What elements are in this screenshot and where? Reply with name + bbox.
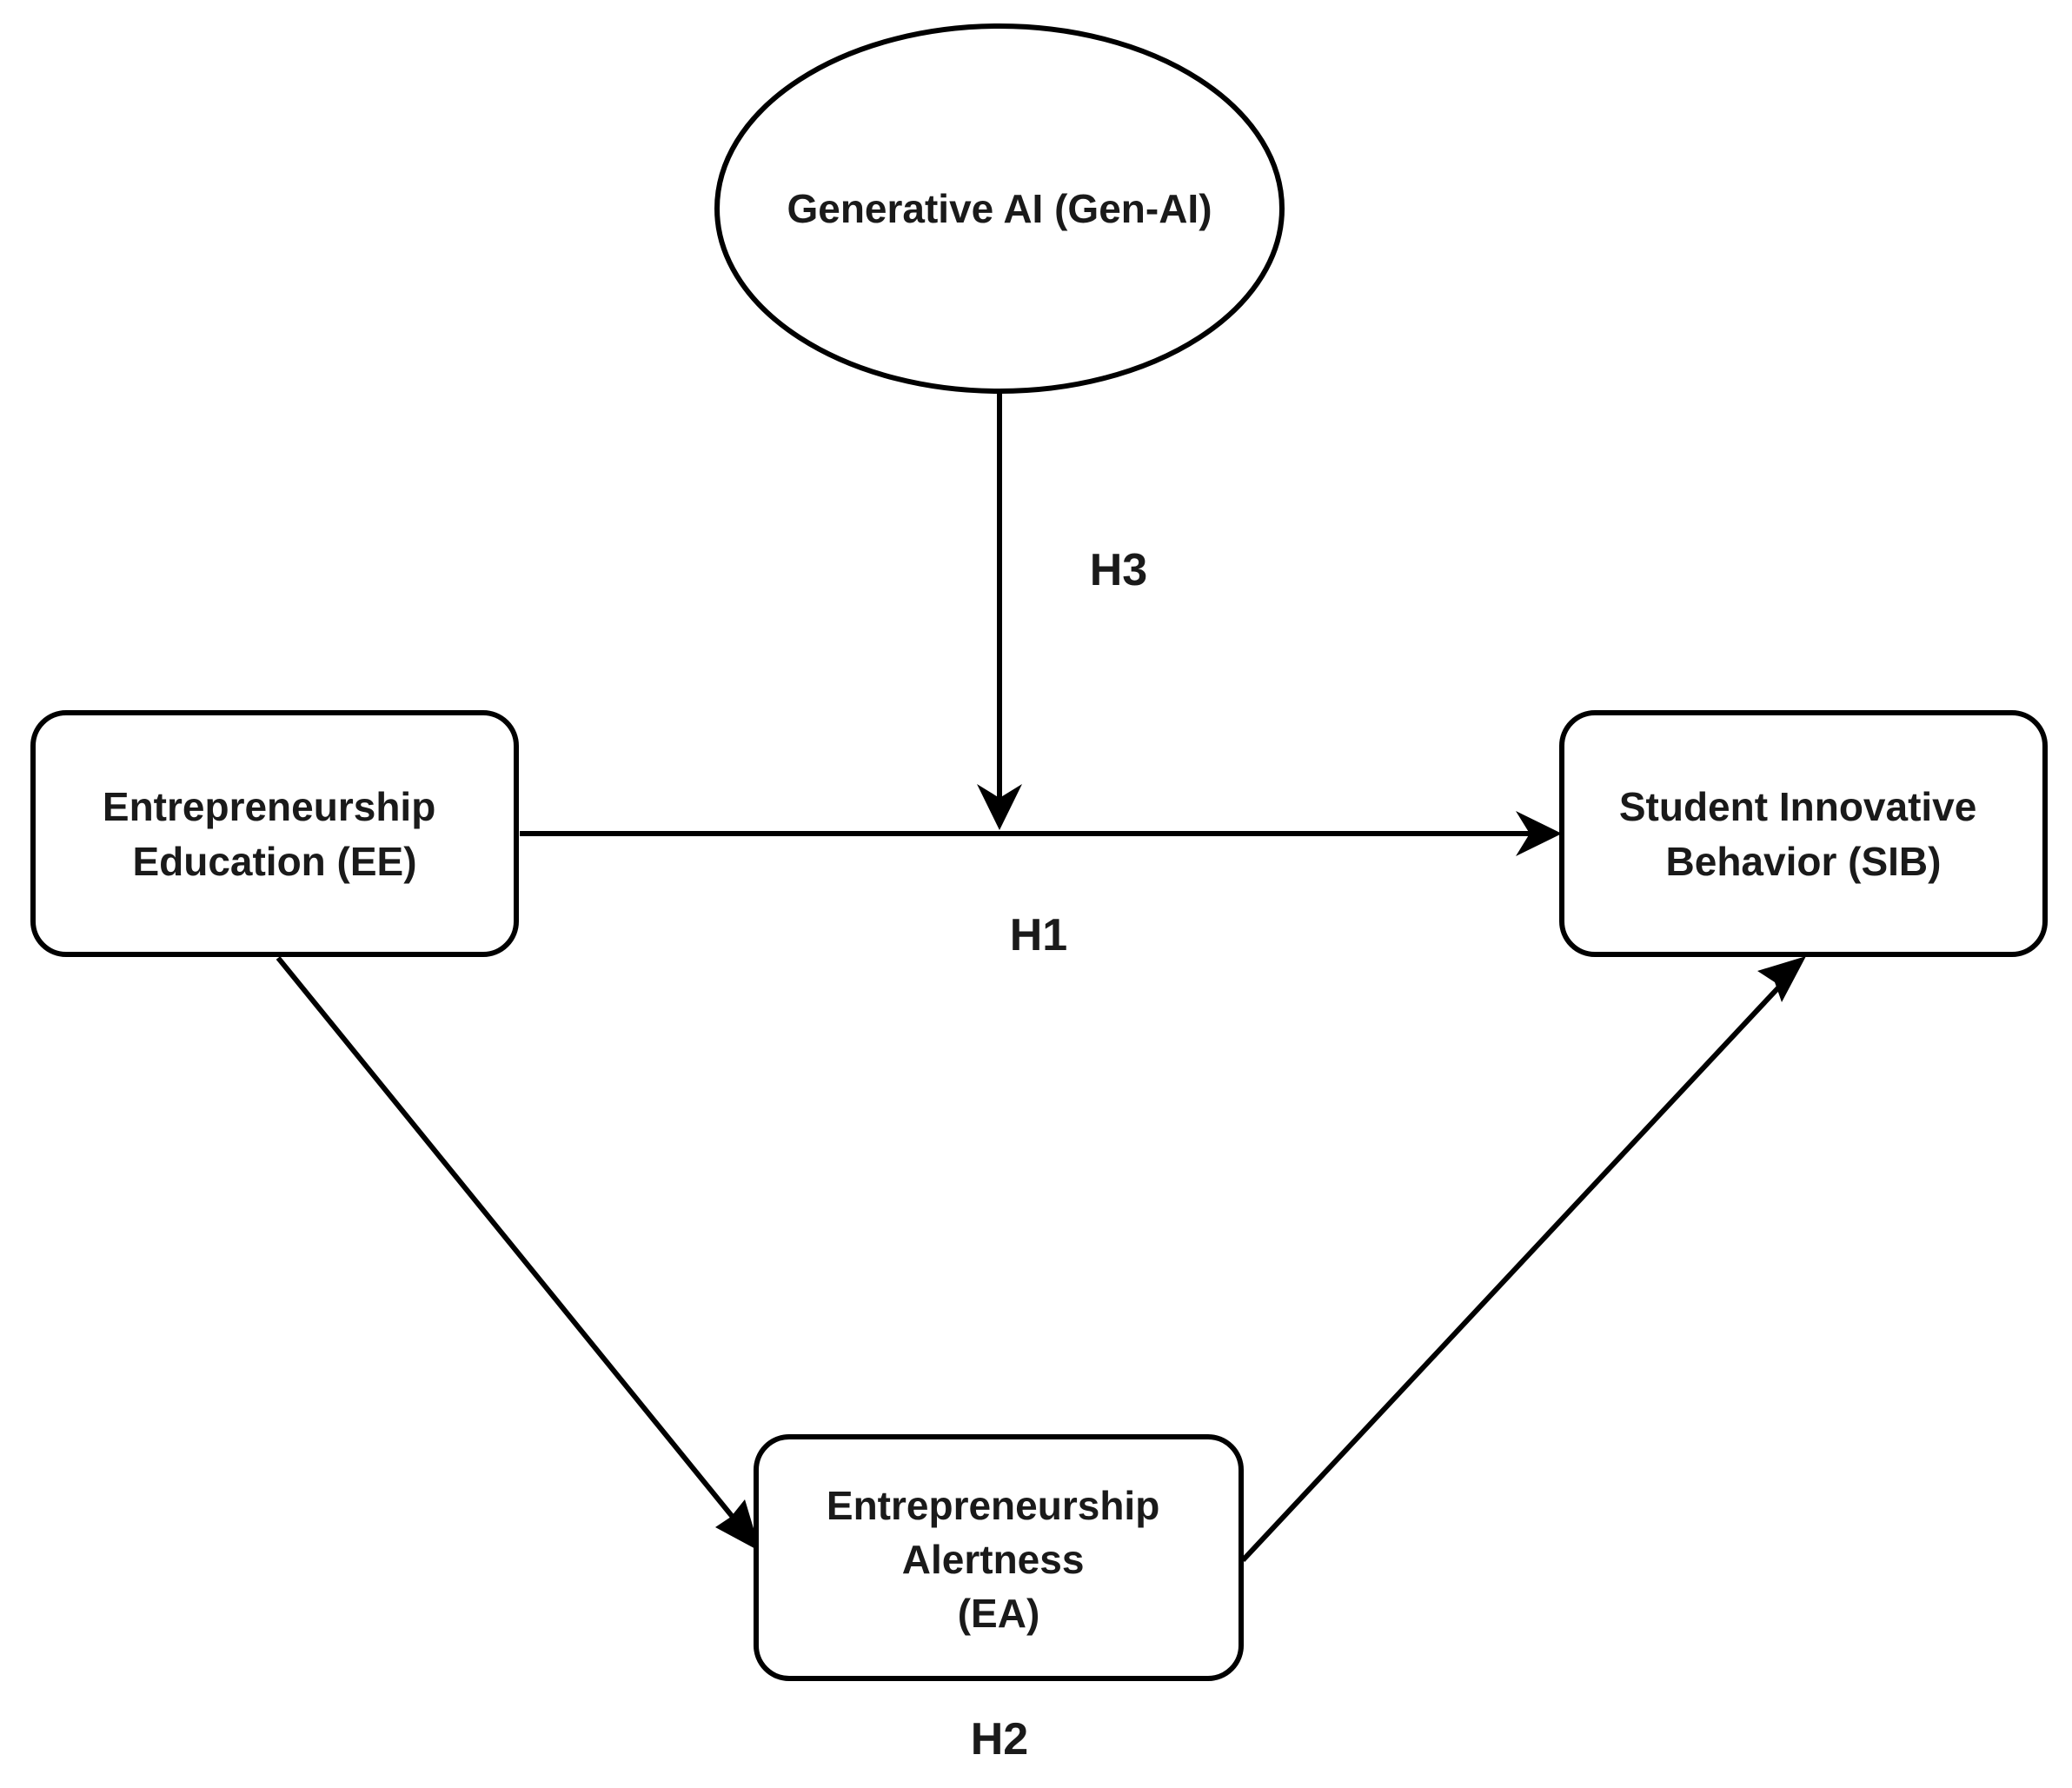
edge-ee-to-ea bbox=[276, 956, 760, 1552]
ea-box bbox=[754, 1434, 1244, 1681]
ea-label-line-3: (EA) bbox=[958, 1591, 1040, 1636]
ee-label-line-1: Entrepreneurship bbox=[103, 784, 435, 829]
sib-label-line-2: Behavior (SIB) bbox=[1666, 839, 1942, 884]
h3-label: H3 bbox=[1090, 545, 1147, 595]
node-ea: Entrepreneurship Alertness (EA) bbox=[754, 1434, 1244, 1681]
sib-label: Student Innovative Behavior (SIB) bbox=[1619, 784, 1988, 884]
ea-label-line-2: Alertness bbox=[902, 1537, 1085, 1582]
node-ee: Entrepreneurship Education (EE) bbox=[30, 710, 519, 957]
ee-ea-arrowhead bbox=[715, 1499, 760, 1552]
h2-label: H2 bbox=[971, 1714, 1028, 1765]
ee-label: Entrepreneurship Education (EE) bbox=[103, 784, 447, 884]
ee-ea-line bbox=[276, 956, 746, 1532]
h1-arrowhead bbox=[1516, 811, 1562, 856]
sib-box bbox=[1559, 710, 2048, 957]
ea-label-line-1: Entrepreneurship bbox=[827, 1483, 1159, 1528]
node-sib: Student Innovative Behavior (SIB) bbox=[1559, 710, 2048, 957]
ea-sib-line bbox=[1240, 980, 1786, 1563]
ea-label: Entrepreneurship Alertness (EA) bbox=[827, 1483, 1171, 1636]
gen-ai-label: Generative AI (Gen-AI) bbox=[787, 186, 1212, 231]
h3-arrowhead bbox=[977, 784, 1022, 830]
ee-box bbox=[30, 710, 519, 957]
node-gen-ai: Generative AI (Gen-AI) bbox=[714, 23, 1285, 394]
edge-h3 bbox=[977, 391, 1022, 830]
ea-sib-arrowhead bbox=[1757, 956, 1806, 1002]
h1-label: H1 bbox=[1010, 910, 1067, 960]
sib-label-line-1: Student Innovative bbox=[1619, 784, 1976, 829]
edge-ea-to-sib bbox=[1240, 956, 1806, 1563]
gen-ai-ellipse bbox=[714, 23, 1285, 394]
ee-label-line-2: Education (EE) bbox=[132, 839, 416, 884]
edge-h1 bbox=[520, 811, 1562, 856]
